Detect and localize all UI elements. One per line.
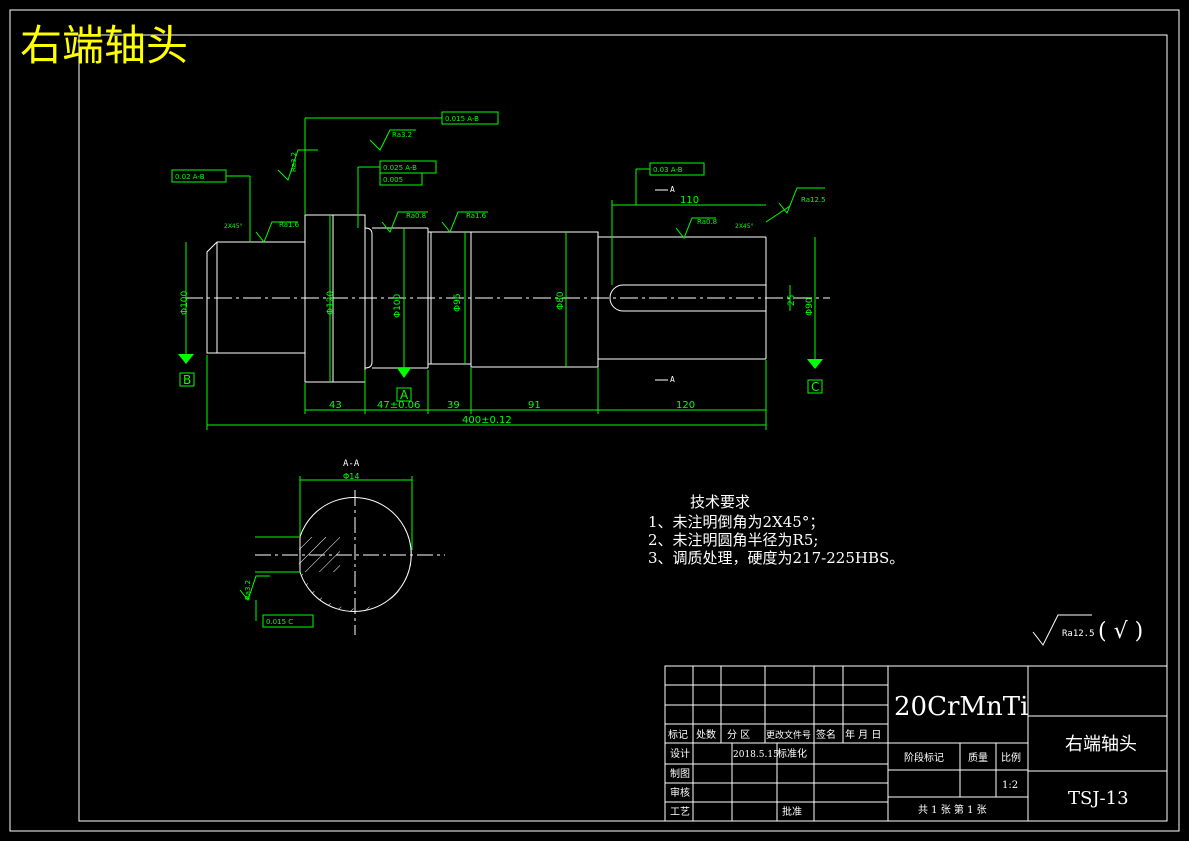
datum-a: A	[396, 368, 412, 402]
dimension-chain	[206, 355, 767, 430]
roughness-note: Ra12.5	[1062, 629, 1095, 639]
ra-r5: Ra1.6	[466, 212, 487, 220]
tb-design-label: 设计	[670, 747, 690, 760]
tech-requirements: 技术要求 1、未注明倒角为2X45°； 2、未注明圆角半径为R5; 3、调质处理…	[648, 493, 904, 567]
ra-r1: Ra3.2	[290, 152, 298, 172]
dim-phi90: Φ90	[805, 297, 815, 316]
datum-c-label: C	[811, 380, 819, 394]
drawing-title: 右端轴头	[20, 21, 188, 70]
title-block	[664, 665, 1168, 822]
datum-b: B	[178, 242, 195, 387]
section-view: A-A Φ14 0.015 C Ra3.2	[239, 459, 445, 635]
tb-header-1: 处数	[696, 728, 716, 741]
tb-header-0: 标记	[668, 729, 688, 741]
ra-r3: Ra1.6	[279, 221, 300, 229]
cut-mark-top: A	[670, 185, 675, 194]
svg-text:0.015 A-B: 0.015 A-B	[445, 115, 479, 123]
tb-drawn-label: 制图	[670, 767, 690, 780]
dim-39: 39	[447, 400, 460, 411]
tb-scale-label: 比例	[1001, 751, 1021, 764]
svg-text:0.005: 0.005	[383, 176, 403, 184]
gtol-section: 0.015 C	[266, 618, 293, 626]
tb-review-label: 审核	[670, 786, 690, 799]
svg-text:0.03 A-B: 0.03 A-B	[653, 166, 683, 174]
dim-120: 120	[676, 400, 695, 411]
dim-phi96: Φ96	[453, 293, 463, 312]
datum-c: C	[807, 237, 823, 394]
gtol-2: 0.02 A-B	[171, 169, 251, 242]
tb-header-3: 更改文件号	[766, 729, 811, 741]
dim-47: 47±0.06	[377, 400, 420, 411]
gtol-1: 0.015 A-B	[304, 111, 499, 215]
gtol-3: 0.025 A-B 0.005	[357, 160, 437, 228]
dim-91: 91	[528, 400, 541, 411]
main-body	[470, 231, 599, 368]
dim-keyway: 110	[680, 195, 699, 206]
gtol-4: 0.03 A-B	[635, 162, 705, 205]
cut-mark-bottom: A	[670, 375, 675, 384]
tech-item-3: 3、调质处理，硬度为217-225HBS。	[648, 549, 904, 567]
tb-scale: 1:2	[1002, 780, 1018, 791]
outer-border	[9, 9, 1180, 832]
ra-r2: Ra3.2	[392, 131, 412, 139]
dim-total: 400±0.12	[462, 415, 512, 426]
section-label: A-A	[343, 459, 360, 469]
inner-frame	[78, 34, 1168, 822]
tb-mass-label: 质量	[968, 752, 988, 764]
tb-sheets: 共 1 张 第 1 张	[918, 803, 987, 816]
ra-r6: Ra0.8	[697, 218, 717, 226]
svg-text:0.025 A-B: 0.025 A-B	[383, 164, 417, 172]
tech-heading: 技术要求	[690, 493, 750, 511]
roughness-symbols	[255, 129, 825, 243]
dim-phi100b: Φ100	[393, 293, 403, 318]
datum-b-label: B	[183, 373, 191, 387]
tb-drawing-no: TSJ-13	[1068, 788, 1129, 809]
tech-item-1: 1、未注明倒角为2X45°；	[648, 513, 824, 531]
shaft-view	[185, 214, 830, 383]
chamfer-right: 2X45°	[735, 223, 754, 230]
datum-a-label: A	[400, 388, 409, 402]
dim-phi80: Φ80	[556, 291, 566, 310]
tb-stage-label: 阶段标记	[904, 751, 944, 764]
tb-standardize: 标准化	[777, 747, 807, 760]
dim-phi120: Φ120	[326, 290, 336, 315]
left-journal	[206, 241, 218, 354]
dim-phi100: Φ100	[180, 290, 190, 315]
roughness-paren: ( √ )	[1098, 619, 1143, 644]
ra-r7: Ra12.5	[801, 196, 826, 204]
ra-r8: Ra3.2	[244, 580, 252, 600]
dim-43: 43	[329, 400, 342, 411]
tech-item-2: 2、未注明圆角半径为R5;	[648, 531, 818, 549]
tb-header-2: 分 区	[727, 729, 750, 741]
tb-header-4: 签名	[816, 728, 836, 741]
dim-w25: 25	[787, 295, 797, 306]
section-diameter: Φ14	[343, 472, 359, 481]
keyway	[609, 284, 766, 312]
ra-r4: Ra0.8	[406, 212, 426, 220]
collar	[304, 214, 366, 383]
tb-material: 20CrMnTi	[894, 692, 1028, 722]
tb-design-date: 2018.5.15	[733, 750, 779, 760]
tb-process-label: 工艺	[670, 806, 690, 818]
tb-part-name: 右端轴头	[1065, 734, 1137, 755]
tb-header-5: 年 月 日	[845, 728, 881, 741]
svg-text:0.02 A-B: 0.02 A-B	[175, 173, 205, 181]
tb-approve-label: 批准	[782, 805, 802, 818]
chamfer-left: 2X45°	[224, 223, 243, 230]
